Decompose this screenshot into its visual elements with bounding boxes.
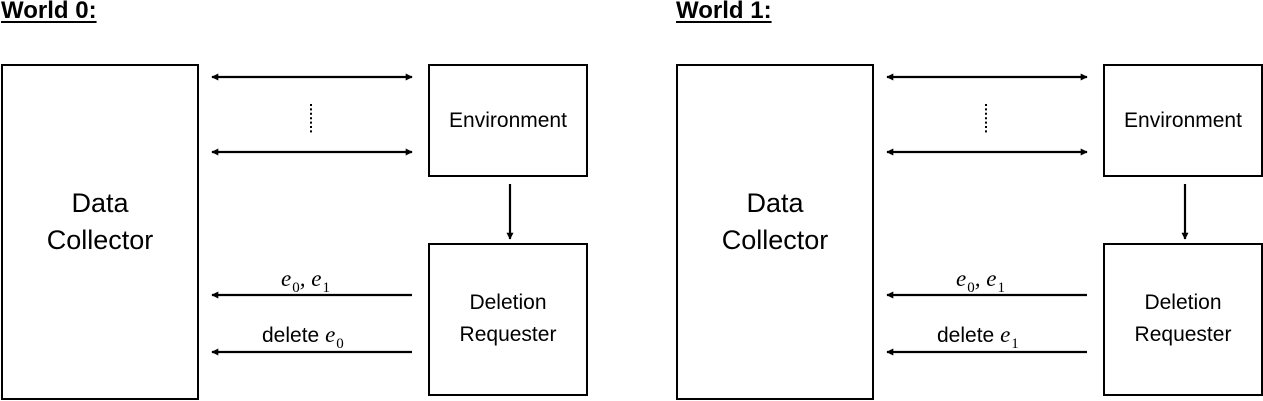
data-collector-box: Data Collector [1,64,199,400]
message-sub-b: 1 [997,280,1005,296]
message-var-a: e [281,266,292,291]
message-sub-b: 1 [322,280,330,296]
deletion-requester-box: Deletion Requester [428,243,588,396]
world-0-panel: World 0: Data Collector Environment Dele… [0,0,600,401]
delete-var: e [1000,322,1011,347]
delete-sub: 0 [336,336,344,352]
world-title: World 1: [676,0,772,24]
arrows-layer [886,73,1189,356]
environment-label: Environment [1124,108,1242,132]
data-collector-label: Data Collector [721,188,829,255]
message-comma: , [974,266,981,291]
environment-box: Environment [1103,64,1263,177]
message-label: e0, e1 [956,266,1005,297]
message-var-a: e [956,266,967,291]
delete-label: delete e1 [937,322,1019,353]
environment-box: Environment [428,64,588,177]
message-var-b: e [311,266,322,291]
environment-label: Environment [449,108,567,132]
data-collector-box: Data Collector [676,64,874,400]
delete-sub: 1 [1011,336,1019,352]
deletion-requester-label: Deletion Requester [459,290,557,346]
message-comma: , [299,266,306,291]
deletion-requester-box: Deletion Requester [1103,243,1263,396]
data-collector-label: Data Collector [46,188,154,255]
message-sub-a: 0 [292,280,300,296]
delete-word: delete [262,324,320,347]
message-sub-a: 0 [967,280,975,296]
world-1-panel: World 1: Data Collector Environment Dele… [675,0,1263,401]
message-var-b: e [986,266,997,291]
delete-word: delete [937,324,995,347]
world-title: World 0: [1,0,97,24]
arrows-layer [211,73,514,356]
delete-var: e [325,322,336,347]
delete-label: delete e0 [262,322,344,353]
deletion-requester-label: Deletion Requester [1134,290,1232,346]
message-label: e0, e1 [281,266,330,297]
